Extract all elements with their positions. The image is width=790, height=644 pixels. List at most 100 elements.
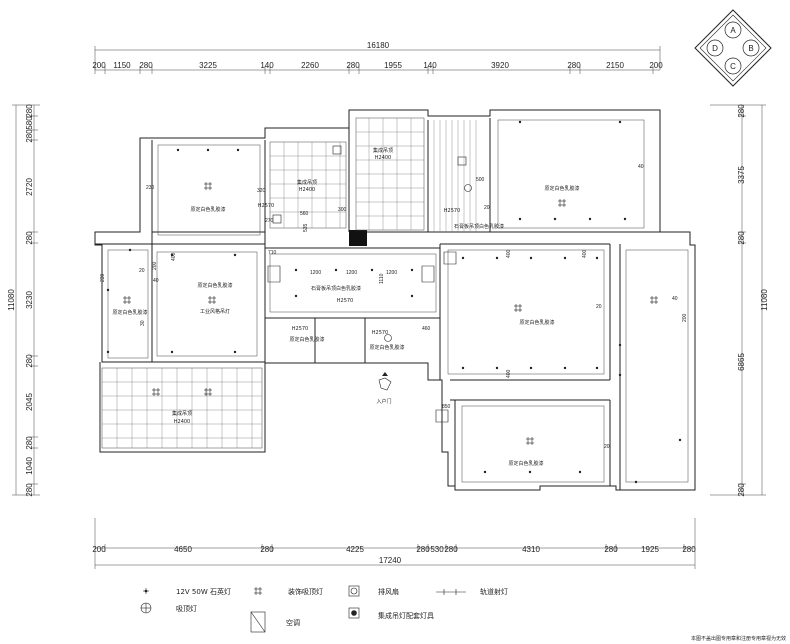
ceiling-light-icon: [464, 184, 472, 192]
idim-200b: 200: [682, 313, 688, 322]
dim-top-8: 1955: [384, 61, 402, 70]
idim-560: 560: [300, 211, 309, 217]
label-storage-h: H2570: [292, 326, 308, 332]
compass-a: A: [730, 26, 736, 35]
idim-230a: 230: [146, 185, 155, 191]
ceiling-light-icon: [384, 334, 392, 342]
idim-1200c: 1200: [386, 270, 397, 276]
label-hall: 原定白色乳胶漆: [369, 344, 404, 351]
air-conditioner-icon: [443, 251, 457, 265]
compass-d: D: [712, 44, 718, 53]
idim-400a: 400: [506, 249, 512, 258]
dim-bottom-total: 17240: [379, 556, 402, 565]
label-closet: 石膏板吊顶白色乳胶漆: [454, 223, 504, 230]
air-conditioner-icon: [421, 265, 435, 283]
idim-1110: 1110: [379, 273, 385, 284]
dim-bottom-3: 280: [260, 545, 274, 554]
exhaust-fan-icon: [332, 145, 342, 155]
idim-230b: 230: [100, 273, 106, 282]
dim-top-9: 140: [423, 61, 437, 70]
dim-left-1: 280: [25, 104, 34, 118]
dim-top-13: 200: [649, 61, 663, 70]
label-corridor: 石膏板吊顶白色乳胶漆: [311, 285, 361, 292]
top-total-dim: 16180: [367, 41, 390, 50]
idim-40c: 40: [672, 296, 678, 302]
legend: 12V 50W 石英灯 装饰吸顶灯 排风扇 轨道射灯 吸顶灯 集成吊灯配套灯具 …: [140, 585, 508, 633]
dim-left-6: 3230: [25, 291, 34, 309]
decor-ceiling-light-icon: [204, 388, 212, 396]
idim-320: 320: [257, 188, 266, 194]
label-corridor-h: H2570: [337, 298, 353, 304]
dim-right-5: 280: [737, 483, 746, 497]
legend-ceiling-light: 吸顶灯: [176, 604, 197, 613]
idim-20d: 20: [604, 444, 610, 450]
bottom-dimensions: 200 4650 280 4225 280 530 280 4310 280 1…: [92, 518, 696, 569]
floor-plan: [94, 109, 696, 491]
idim-40a: 40: [638, 164, 644, 170]
dim-right-4: 6865: [737, 353, 746, 371]
idim-500: 500: [476, 177, 485, 183]
dim-left-11: 280: [25, 483, 34, 497]
dim-left-10: 1040: [25, 457, 34, 475]
idim-300: 300: [338, 207, 347, 213]
label-west-room: 原定白色乳胶漆: [112, 309, 147, 316]
idim-850: 850: [442, 404, 451, 410]
dim-left-2: 580: [25, 116, 34, 130]
decor-ceiling-light-icon: [650, 296, 658, 304]
idim-30: 30: [140, 320, 146, 326]
idim-400b: 400: [582, 249, 588, 258]
idim-710: 710: [268, 250, 277, 256]
fixtures: [106, 120, 682, 484]
legend-integrated-light: 集成吊灯配套灯具: [378, 611, 434, 620]
label-closet-h: H2570: [444, 208, 460, 214]
idim-20c: 20: [596, 304, 602, 310]
label-dining-lamp: 工业风格吊灯: [200, 308, 230, 315]
dim-bottom-2: 4650: [174, 545, 192, 554]
ceiling-light-icon: [140, 602, 152, 614]
idim-40b: 40: [153, 278, 159, 284]
label-hall-h: H2570: [372, 330, 388, 336]
left-dimensions: 11080 280 580 280 2720 280 3230 280 2045…: [7, 104, 40, 497]
legend-track-spotlight: 轨道射灯: [480, 587, 508, 596]
dim-top-6: 2260: [301, 61, 319, 70]
legend-quartz-light: 12V 50W 石英灯: [176, 587, 231, 596]
dim-left-5: 280: [25, 231, 34, 245]
quartz-spot-row: [106, 120, 682, 484]
label-master: 原定白色乳胶漆: [544, 185, 579, 192]
exhaust-fan-icon: [348, 585, 360, 597]
decor-ceiling-light-icon: [526, 437, 534, 445]
decor-ceiling-light-icon: [123, 296, 131, 304]
label-balcony-h: H2400: [174, 419, 190, 425]
dim-bottom-8: 4310: [522, 545, 540, 554]
top-dimensions: 16180 200 1150 280 3225 140 2260 280 195…: [92, 41, 663, 74]
compass-rose: A B C D: [694, 9, 772, 87]
inner-dimensions: 1200 1200 1200 1110 710 560 300 535 270 …: [100, 164, 688, 450]
idim-270: 270: [265, 218, 274, 224]
dim-left-3: 280: [25, 129, 34, 143]
air-conditioner-icon: [435, 409, 449, 423]
label-entry-door: 入户门: [376, 398, 391, 405]
dim-left-total: 11080: [7, 289, 16, 311]
dim-bottom-1: 200: [92, 545, 106, 554]
decor-ceiling-light-icon: [152, 388, 160, 396]
dim-top-1: 200: [92, 61, 106, 70]
quartz-light-icon: [143, 588, 149, 594]
label-balcony: 集成吊顶: [172, 410, 192, 417]
legend-decor-ceiling-light: 装饰吸顶灯: [288, 587, 323, 596]
decor-ceiling-light-icon: [514, 304, 522, 312]
idim-1200a: 1200: [310, 270, 321, 276]
dim-right-3: 280: [737, 231, 746, 245]
dim-bottom-4: 4225: [346, 545, 364, 554]
label-dining: 原定白色乳胶漆: [197, 282, 232, 289]
dim-left-9: 280: [25, 436, 34, 450]
legend-air-conditioner: 空调: [286, 618, 300, 627]
tile-grid-kitchen: [269, 141, 347, 229]
decor-ceiling-light-icon: [204, 182, 212, 190]
dim-bottom-6: 530: [430, 545, 444, 554]
label-storage: 原定白色乳胶漆: [289, 336, 324, 343]
compass-b: B: [748, 44, 753, 53]
footnote: 本图不盖出图专用章和注册专用章视为无效: [691, 635, 786, 642]
decor-ceiling-light-icon: [558, 199, 566, 207]
idim-200a: 200: [152, 261, 158, 270]
dim-right-total: 11080: [760, 289, 769, 311]
